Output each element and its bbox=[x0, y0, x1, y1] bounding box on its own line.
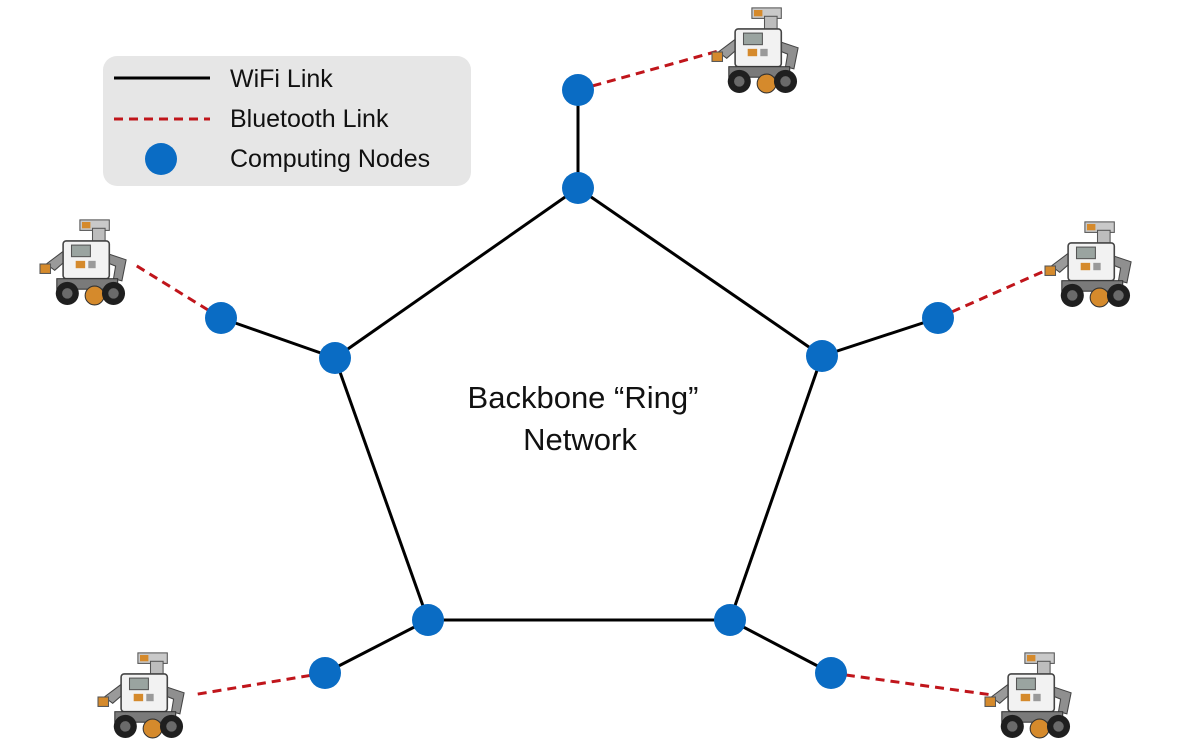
ring-link bbox=[577, 186, 823, 358]
ring-node-right bbox=[806, 340, 838, 372]
legend-node-label: Computing Nodes bbox=[230, 145, 430, 173]
ring-node-bottom-left bbox=[412, 604, 444, 636]
center-label-line2: Network bbox=[523, 422, 637, 457]
bluetooth-link bbox=[131, 261, 222, 320]
edge-node-bottom-left bbox=[309, 657, 341, 689]
computing-nodes bbox=[205, 74, 954, 689]
legend-wifi-label: WiFi Link bbox=[230, 65, 333, 93]
edge-node-right bbox=[922, 302, 954, 334]
edge-node-left bbox=[205, 302, 237, 334]
ring-link bbox=[728, 355, 824, 621]
edge-node-bottom-right bbox=[815, 657, 847, 689]
spoke-link bbox=[220, 316, 336, 360]
spoke-link bbox=[324, 618, 429, 675]
ring-node-bottom-right bbox=[714, 604, 746, 636]
legend: WiFi Link Bluetooth Link Computing Nodes bbox=[103, 56, 471, 186]
robot-icon bbox=[97, 652, 185, 739]
ring-link bbox=[334, 186, 579, 360]
bluetooth-link bbox=[830, 671, 1001, 698]
ring-link bbox=[333, 357, 430, 621]
edge-node-top bbox=[562, 74, 594, 106]
wifi-links bbox=[220, 90, 939, 675]
legend-bluetooth-label: Bluetooth Link bbox=[230, 105, 389, 133]
ring-node-top bbox=[562, 172, 594, 204]
robot-icon bbox=[711, 7, 799, 94]
bluetooth-link bbox=[937, 263, 1059, 320]
ring-node-left bbox=[319, 342, 351, 374]
bluetooth-link bbox=[577, 48, 723, 92]
bluetooth-link bbox=[191, 671, 326, 697]
bluetooth-links bbox=[131, 48, 1059, 698]
center-label-line1: Backbone “Ring” bbox=[468, 380, 699, 415]
robot-icon bbox=[1044, 221, 1132, 308]
robot-icon bbox=[39, 219, 127, 306]
legend-node-swatch bbox=[145, 143, 177, 175]
legend-background bbox=[103, 56, 471, 186]
robot-icon bbox=[984, 652, 1072, 739]
spoke-link bbox=[821, 316, 939, 358]
spoke-link bbox=[729, 618, 832, 675]
